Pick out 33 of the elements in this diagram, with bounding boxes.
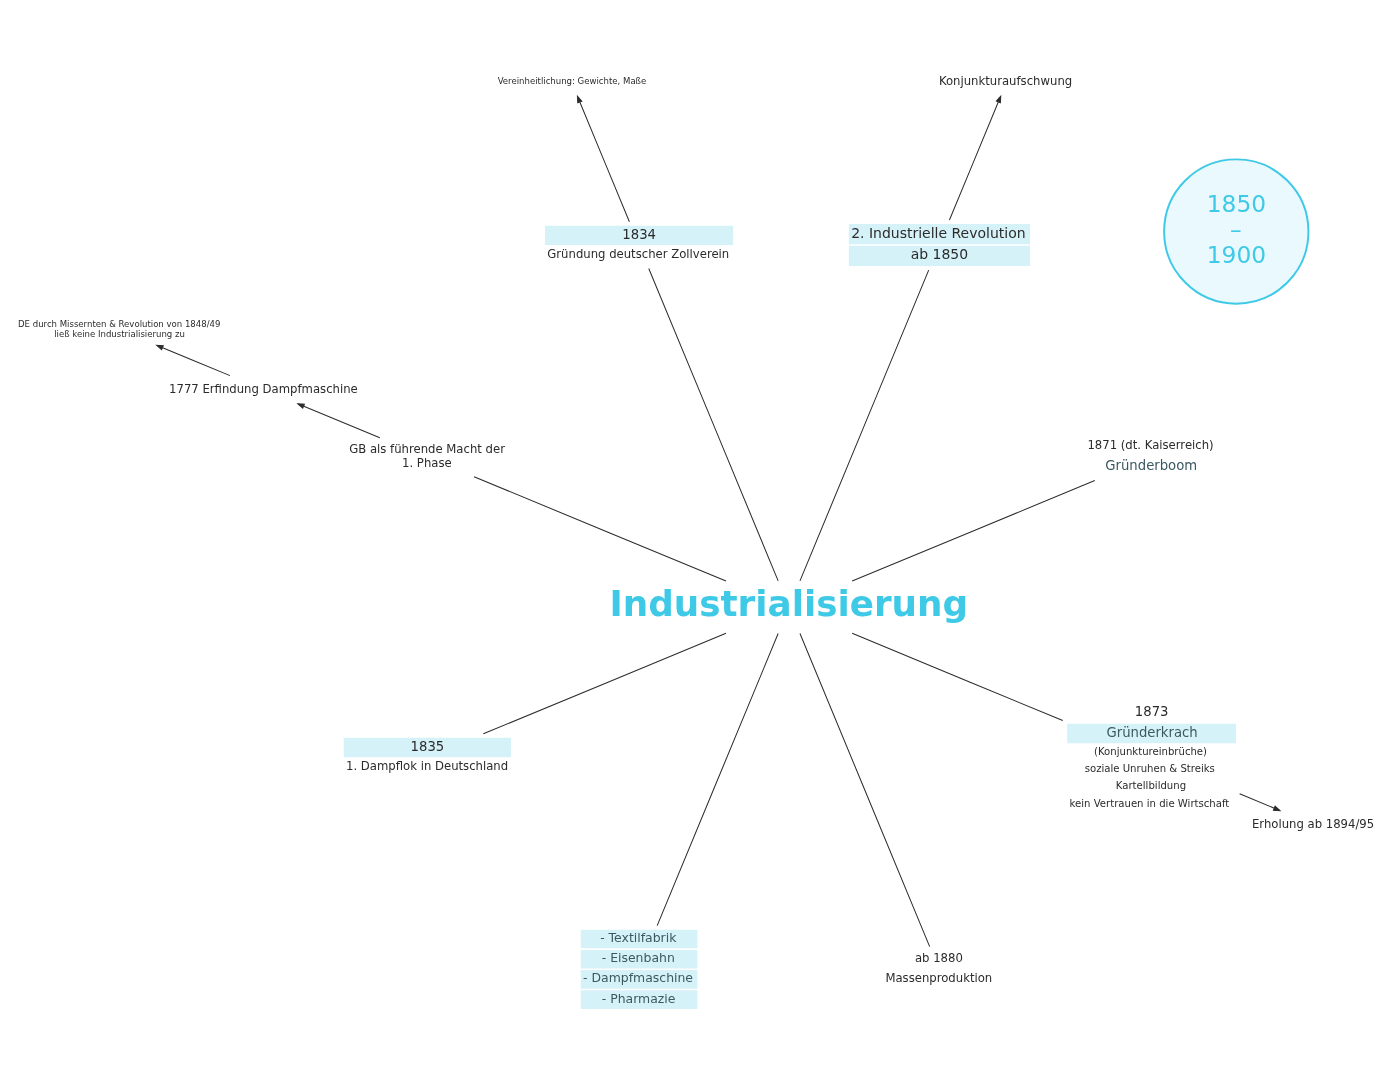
node-text: Konjunkturaufschwung xyxy=(938,73,1073,88)
connector xyxy=(473,475,727,582)
node-label: 1. Dampflok in Deutschland xyxy=(346,758,509,773)
node-text: 1777 Erfindung Dampfmaschine xyxy=(169,381,358,396)
node-label: soziale Unruhen & Streiks xyxy=(1084,762,1215,774)
node-text: Erholung ab 1894/95 xyxy=(1251,816,1375,831)
node-text: DE durch Missernten & Revolution von 1848/49 ließ keine Industrialisierung zu xyxy=(18,318,221,339)
node-label: kein Vertrauen in die Wirtschaft xyxy=(1069,797,1230,809)
arrow xyxy=(948,94,1002,220)
node-label: Gründung deutscher Zollverein xyxy=(547,246,730,261)
connector xyxy=(799,632,931,947)
node-text: ab 1880 Massenproduktion xyxy=(885,950,993,985)
connector xyxy=(851,632,1064,721)
connector xyxy=(656,632,779,926)
node-box: 1834 xyxy=(544,225,734,245)
arrow xyxy=(296,402,381,438)
node-circle: 1850 – 1900 xyxy=(1163,157,1310,305)
connector xyxy=(482,632,727,734)
arrow xyxy=(1239,792,1282,811)
node-label: (Konjunktureinbrüche) xyxy=(1094,745,1208,757)
node-label: 1873 xyxy=(1134,703,1169,719)
node-label: Kartellbildung xyxy=(1115,779,1187,791)
node-box: Gründerkrach xyxy=(1067,723,1236,743)
connector xyxy=(851,479,1096,582)
node-box: 1835 xyxy=(343,737,511,757)
node-text: 1871 (dt. Kaiserreich) Gründerboom xyxy=(1087,437,1214,473)
node-text: Industrialisierung xyxy=(609,582,969,624)
node-text: Vereinheitlichung: Gewichte, Maße xyxy=(497,75,647,86)
arrow xyxy=(576,94,630,222)
node-text: GB als führende Macht der 1. Phase xyxy=(349,441,505,470)
connector xyxy=(648,267,779,581)
arrow xyxy=(155,344,231,376)
connector xyxy=(799,269,930,581)
